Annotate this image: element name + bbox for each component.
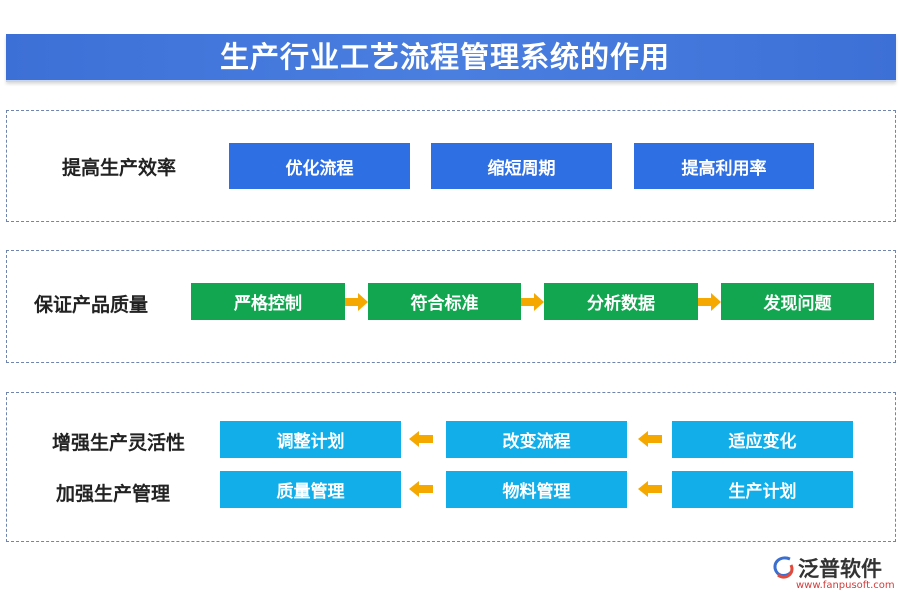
fanpu-logo: 泛普软件 www.fanpusoft.com — [770, 553, 895, 597]
page-title: 生产行业工艺流程管理系统的作用 — [220, 40, 671, 74]
right-arrow-icon — [698, 293, 721, 311]
adjust-plan-box: 调整计划 — [220, 421, 401, 458]
meet-standard-box: 符合标准 — [368, 283, 521, 320]
strict-control-box: 严格控制 — [191, 283, 345, 320]
production-plan-box: 生产计划 — [672, 471, 853, 508]
efficiency-label: 提高生产效率 — [62, 157, 177, 179]
change-process-box: 改变流程 — [446, 421, 627, 458]
improve-utilization-box: 提高利用率 — [634, 143, 814, 189]
adapt-change-box: 适应变化 — [672, 421, 853, 458]
efficiency-panel — [6, 110, 896, 222]
quality-label: 保证产品质量 — [34, 294, 149, 316]
management-label: 加强生产管理 — [56, 483, 171, 505]
right-arrow-icon — [521, 293, 544, 311]
title-banner: 生产行业工艺流程管理系统的作用 — [6, 34, 896, 82]
analyze-data-box: 分析数据 — [544, 283, 698, 320]
shorten-cycle-box: 缩短周期 — [431, 143, 612, 189]
quality-management-box: 质量管理 — [220, 471, 401, 508]
left-arrow-icon — [409, 431, 433, 447]
right-arrow-icon — [345, 293, 368, 311]
quality-panel — [6, 250, 896, 363]
optimize-process-box: 优化流程 — [229, 143, 410, 189]
material-management-box: 物料管理 — [446, 471, 627, 508]
find-problem-box: 发现问题 — [721, 283, 874, 320]
left-arrow-icon — [638, 481, 662, 497]
logo-name: 泛普软件 — [798, 557, 882, 581]
left-arrow-icon — [409, 481, 433, 497]
flexibility-label: 增强生产灵活性 — [52, 432, 186, 454]
flexibility-management-panel — [6, 392, 896, 542]
logo-url: www.fanpusoft.com — [796, 580, 895, 591]
left-arrow-icon — [638, 431, 662, 447]
logo-swirl-icon — [773, 556, 794, 579]
